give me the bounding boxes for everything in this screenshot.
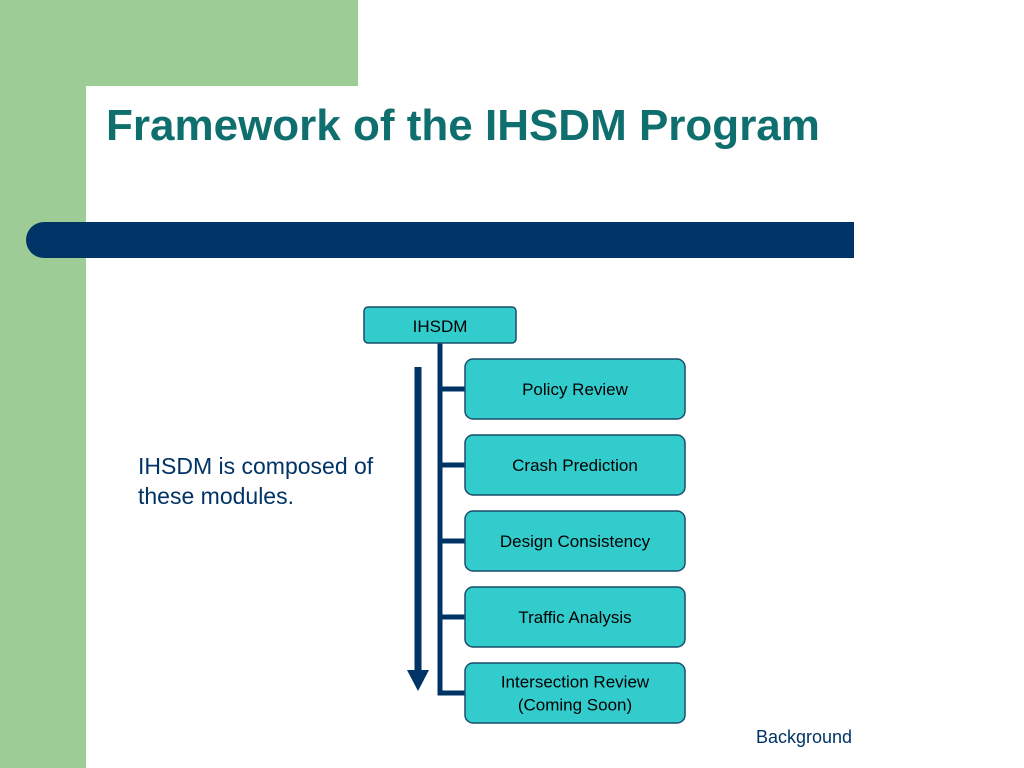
node-module: Design Consistency bbox=[464, 510, 686, 572]
node-module: Policy Review bbox=[464, 358, 686, 420]
node-root-box bbox=[363, 306, 517, 344]
connector-lines bbox=[437, 343, 465, 696]
node-module-label: Intersection Review bbox=[501, 673, 650, 692]
node-module-box bbox=[464, 662, 686, 724]
node-module-label: Crash Prediction bbox=[512, 456, 638, 475]
node-module-box bbox=[464, 358, 686, 420]
title-underline-bar bbox=[26, 222, 854, 258]
node-module: Traffic Analysis bbox=[464, 586, 686, 648]
down-arrow-icon bbox=[407, 367, 429, 691]
node-module-box bbox=[464, 586, 686, 648]
node-root-label: IHSDM bbox=[413, 317, 468, 336]
slide-title: Framework of the IHSDM Program bbox=[106, 101, 820, 150]
node-module-box bbox=[464, 510, 686, 572]
background-link[interactable]: Background bbox=[756, 727, 853, 747]
node-module: Crash Prediction bbox=[464, 434, 686, 496]
node-module-label: (Coming Soon) bbox=[518, 696, 632, 715]
node-module-label: Design Consistency bbox=[500, 532, 651, 551]
node-module-label: Traffic Analysis bbox=[518, 608, 631, 627]
header-green-block bbox=[0, 0, 358, 86]
node-module: Intersection Review (Coming Soon) bbox=[464, 662, 686, 724]
body-text: IHSDM is composed of these modules. bbox=[138, 453, 374, 509]
node-module-box bbox=[464, 434, 686, 496]
node-root: IHSDM bbox=[363, 306, 517, 344]
node-module-label: Policy Review bbox=[522, 380, 629, 399]
down-arrow-head bbox=[407, 670, 429, 691]
sidebar-green-strip bbox=[0, 0, 86, 768]
content-panel bbox=[86, 86, 1024, 768]
